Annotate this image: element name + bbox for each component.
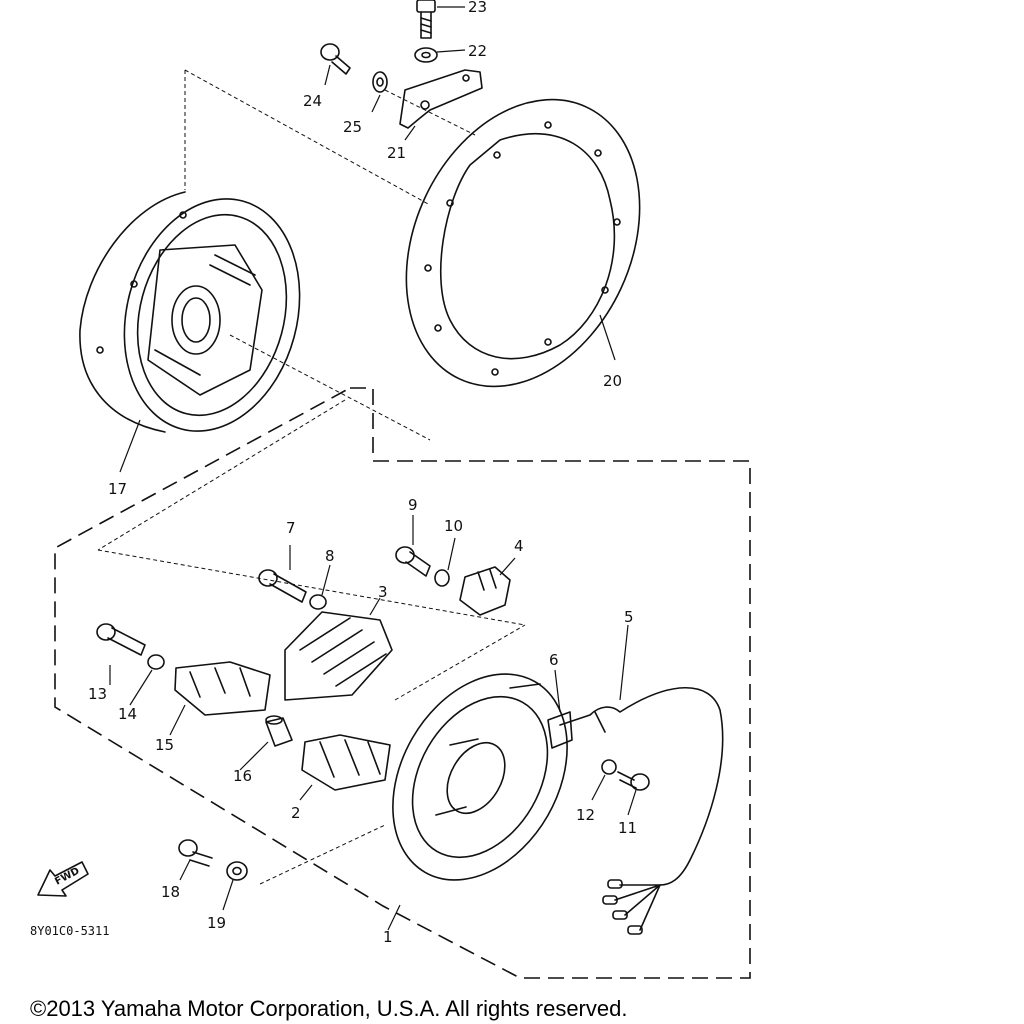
- coil-15: [174, 661, 271, 716]
- screw-7: [258, 569, 307, 603]
- callout-17: 17: [108, 480, 127, 498]
- nut-25: [372, 71, 388, 93]
- bracket-21: [399, 69, 483, 129]
- coil-2: [301, 734, 391, 791]
- callout-1: 1: [383, 928, 393, 946]
- callout-23: 23: [468, 0, 487, 16]
- screw-24: [320, 43, 351, 75]
- screw-13: [96, 623, 146, 656]
- wire-harness-5: [559, 686, 724, 935]
- callout-6: 6: [549, 651, 559, 669]
- coil-3: [284, 611, 393, 701]
- screw-11: [617, 771, 650, 791]
- fwd-arrow-icon: FWD: [37, 861, 89, 897]
- callout-24: 24: [303, 92, 322, 110]
- washer-22: [414, 47, 438, 63]
- washer-14: [147, 654, 165, 670]
- callout-7: 7: [286, 519, 296, 537]
- grommet-6: [547, 711, 573, 749]
- callout-18: 18: [161, 883, 180, 901]
- assembly-boundary: [54, 387, 751, 979]
- callout-16: 16: [233, 767, 252, 785]
- gasket-ring-20: [405, 98, 641, 388]
- drawing-code: 8Y01C0-5311: [30, 924, 109, 938]
- washer-19: [226, 861, 248, 881]
- callout-11: 11: [618, 819, 637, 837]
- callout-22: 22: [468, 42, 487, 60]
- callout-5: 5: [624, 608, 634, 626]
- callout-9: 9: [408, 496, 418, 514]
- flywheel-rotor-17: [79, 191, 301, 433]
- callout-15: 15: [155, 736, 174, 754]
- callout-12: 12: [576, 806, 595, 824]
- washer-12: [601, 759, 617, 775]
- callout-2: 2: [291, 804, 301, 822]
- callout-21: 21: [387, 144, 406, 162]
- callout-3: 3: [378, 583, 388, 601]
- callout-10: 10: [444, 517, 463, 535]
- callout-8: 8: [325, 547, 335, 565]
- leader-lines: [97, 69, 526, 885]
- callout-19: 19: [207, 914, 226, 932]
- callout-20: 20: [603, 372, 622, 390]
- screw-18: [178, 839, 213, 867]
- callout-25: 25: [343, 118, 362, 136]
- collar-16: [265, 715, 293, 747]
- callout-14: 14: [118, 705, 137, 723]
- coil-4: [459, 566, 511, 616]
- callout-labels: 1234567891011121314151617181920212223242…: [88, 0, 637, 946]
- washer-8: [309, 594, 327, 610]
- callout-4: 4: [514, 537, 524, 555]
- bolt-23: [416, 0, 436, 39]
- screw-9: [395, 546, 431, 577]
- stator-plate-1: [392, 673, 568, 881]
- copyright-notice: ©2013 Yamaha Motor Corporation, U.S.A. A…: [30, 996, 628, 1021]
- callout-13: 13: [88, 685, 107, 703]
- washer-10: [434, 569, 450, 587]
